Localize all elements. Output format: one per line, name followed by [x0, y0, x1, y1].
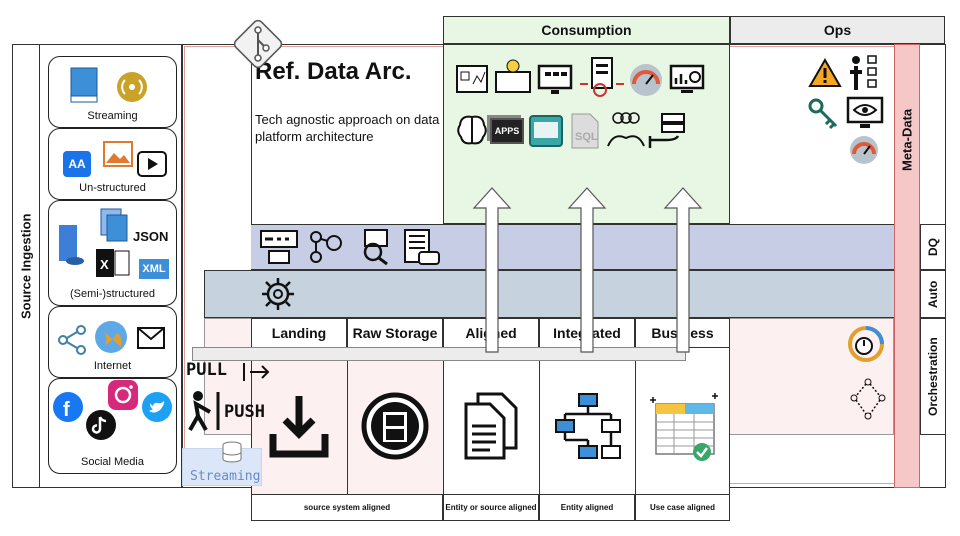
gauge-icon — [630, 64, 662, 96]
dq-cell — [920, 224, 946, 270]
server-hand-icon — [648, 113, 685, 148]
data-model-icon — [555, 393, 621, 459]
function-icon — [529, 115, 563, 147]
source-label-semistructured: (Semi-)structured — [70, 288, 155, 300]
column-raw-storage: Raw Storage — [347, 318, 443, 348]
font-icon: AA — [63, 151, 91, 177]
documents-copy-icon — [464, 392, 518, 460]
footer-use-case-aligned: Use case aligned — [635, 494, 730, 521]
flow-bar — [192, 347, 686, 361]
sql-file-icon: SQL — [571, 113, 599, 149]
orchestration-cell — [920, 318, 946, 435]
people-money-icon — [607, 112, 645, 147]
source-card-internet: Internet — [48, 306, 177, 378]
brain-icon — [457, 115, 487, 145]
footer-entity-aligned: Entity aligned — [539, 494, 635, 521]
source-label-internet: Internet — [93, 360, 132, 372]
auto-cell — [920, 270, 946, 318]
column-divider — [443, 348, 444, 494]
book-icon — [70, 67, 98, 103]
checklist-person-icon — [850, 55, 877, 90]
source-card-unstructured: AA Un-structured — [48, 128, 177, 200]
consumption-header: Consumption — [443, 16, 730, 44]
push-person-icon — [188, 391, 220, 431]
streaming-badge-label: Streaming — [190, 469, 261, 484]
xml-icon: XML — [139, 259, 169, 279]
up-arrow-aligned — [472, 187, 512, 353]
column-landing: Landing — [251, 318, 347, 348]
broadcast-icon — [117, 72, 147, 102]
timer-gear-icon — [848, 326, 884, 362]
meta-data-label: Meta-Data — [899, 108, 915, 172]
page-title: Ref. Data Arc. — [255, 58, 412, 85]
workflow-icon — [850, 378, 886, 420]
database-server-icon — [59, 225, 84, 265]
title-box — [251, 44, 443, 224]
footer-entity-or-source-aligned: Entity or source aligned — [443, 494, 539, 521]
binary-data-icon — [580, 57, 624, 97]
streaming-database-icon — [222, 441, 242, 463]
source-card-streaming: Streaming — [48, 56, 177, 128]
facebook-icon: f — [53, 392, 83, 422]
column-divider — [635, 348, 636, 494]
presentation-icon — [495, 59, 531, 93]
tiktok-icon — [86, 410, 116, 440]
auto-band — [204, 270, 894, 318]
git-icon — [233, 19, 283, 69]
monitor-icon — [537, 64, 573, 94]
video-play-icon — [137, 151, 167, 177]
table-check-icon — [650, 393, 718, 461]
ops-header: Ops — [730, 16, 945, 44]
twitter-icon — [142, 392, 172, 422]
source-label-streaming: Streaming — [87, 110, 138, 122]
up-arrow-business — [663, 187, 703, 353]
globe-icon — [95, 321, 127, 353]
svg-text:f: f — [63, 399, 70, 421]
code-document-icon — [404, 229, 440, 265]
pull-icon — [243, 363, 270, 381]
sql-file-text: SQL — [575, 131, 598, 143]
excel-icon: X — [96, 249, 130, 277]
source-ingestion-label: Source Ingestion — [18, 213, 34, 319]
keys-icon — [808, 98, 838, 130]
source-ingestion-strip — [12, 44, 40, 488]
push-label: PUSH — [224, 402, 265, 422]
data-search-icon — [363, 229, 388, 266]
image-icon — [103, 141, 133, 167]
footer-source-aligned: source system aligned — [251, 494, 443, 521]
pull-label: PULL — [186, 360, 227, 380]
apps-icon: APPS — [490, 118, 524, 144]
meta-data-bar — [894, 44, 920, 488]
column-divider — [539, 348, 540, 494]
warning-icon — [808, 57, 842, 87]
source-label-social-media: Social Media — [81, 456, 144, 468]
streaming-badge — [182, 448, 262, 486]
documents-icon — [100, 208, 128, 242]
eye-monitor-icon — [846, 96, 884, 128]
share-icon — [58, 325, 86, 355]
dashboard-icon — [456, 65, 488, 93]
column-divider — [347, 348, 348, 494]
mail-icon — [137, 327, 165, 349]
source-card-semistructured: JSON X XML (Semi-)structured — [48, 200, 177, 306]
file-cabinet-icon — [361, 392, 429, 460]
up-arrow-integrated — [567, 187, 607, 353]
auto-gear-icon — [262, 278, 294, 310]
ops-gauge-icon — [850, 136, 878, 164]
page-subtitle: Tech agnostic approach on data platform … — [255, 112, 440, 144]
auto-label: Auto — [926, 280, 940, 308]
source-card-social-media: f Social Media — [48, 378, 177, 474]
source-label-unstructured: Un-structured — [79, 182, 146, 194]
chart-monitor-icon — [669, 64, 705, 93]
json-icon: JSON — [133, 229, 169, 244]
dq-label: DQ — [926, 238, 940, 256]
download-icon — [269, 396, 329, 458]
quality-check-icon — [310, 231, 342, 263]
dq-band — [251, 224, 894, 270]
source-container — [12, 44, 182, 488]
orchestration-label: Orchestration — [926, 337, 940, 416]
password-lock-icon — [260, 230, 298, 264]
svg-text:X: X — [100, 257, 109, 272]
instagram-icon — [108, 380, 138, 410]
